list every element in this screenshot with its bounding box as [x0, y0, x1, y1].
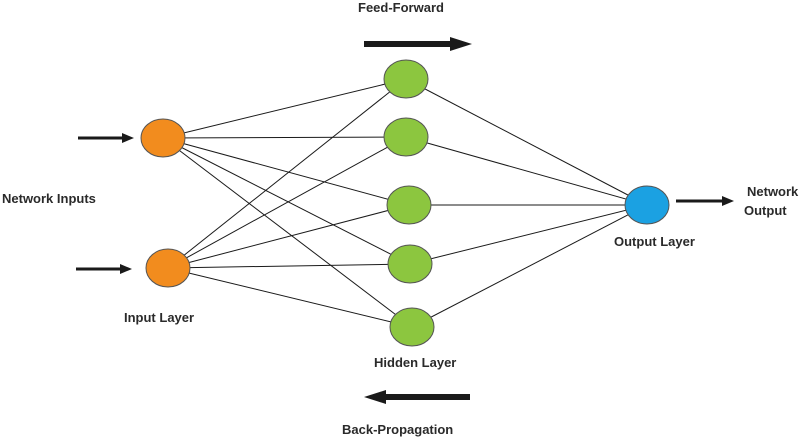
edge-input2-hidden3 [167, 204, 410, 269]
input-layer-label: Input Layer [124, 310, 194, 325]
network-nodes [140, 59, 670, 347]
input-node-1 [140, 118, 186, 158]
connection-edges [162, 78, 648, 328]
edge-input1-hidden2 [162, 136, 407, 139]
network-inputs-label: Network Inputs [2, 191, 96, 206]
edge-hidden2-output1 [405, 136, 648, 206]
edge-input1-hidden4 [162, 137, 411, 265]
edge-hidden5-output1 [411, 204, 648, 328]
output-node-1 [624, 185, 670, 225]
back-propagation-arrow [364, 390, 470, 404]
edge-input1-hidden3 [162, 137, 410, 206]
hidden-node-1 [383, 59, 429, 99]
edge-input2-hidden5 [167, 267, 413, 328]
edge-input1-hidden1 [162, 78, 407, 139]
edge-input2-hidden2 [167, 136, 407, 269]
hidden-node-2 [383, 117, 429, 157]
back-propagation-label: Back-Propagation [342, 422, 453, 437]
output-arrow [676, 196, 734, 206]
network-output-label-line2: Output [744, 203, 787, 218]
input-arrow-2 [76, 264, 132, 274]
input-arrow-1 [78, 133, 134, 143]
edge-hidden1-output1 [405, 78, 648, 206]
feed-forward-label: Feed-Forward [358, 0, 444, 15]
edge-hidden4-output1 [409, 204, 648, 265]
feed-forward-arrow [364, 37, 472, 51]
hidden-layer-label: Hidden Layer [374, 355, 456, 370]
edge-input2-hidden4 [167, 263, 411, 269]
output-layer-label: Output Layer [614, 234, 695, 249]
hidden-node-5 [389, 307, 435, 347]
network-output-label-line1: Network [747, 184, 799, 199]
input-node-2 [145, 248, 191, 288]
edge-input2-hidden1 [167, 78, 407, 269]
edge-input1-hidden5 [162, 137, 413, 328]
hidden-node-4 [387, 244, 433, 284]
hidden-node-3 [386, 185, 432, 225]
